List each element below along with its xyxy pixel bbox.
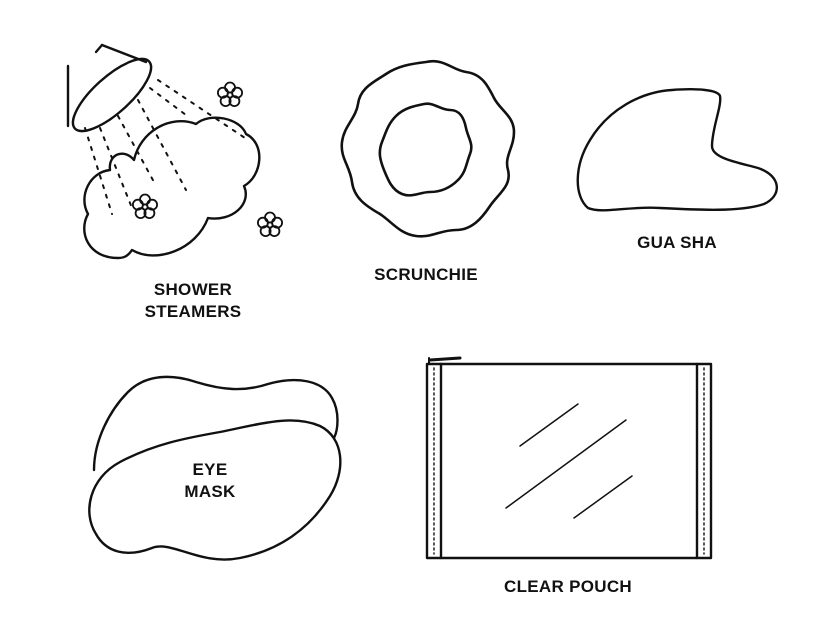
label-gua-sha: GUA SHA — [637, 232, 717, 254]
label-eye-mask: EYE MASK — [184, 459, 235, 503]
label-shower-steamers: SHOWER STEAMERS — [145, 279, 242, 323]
label-scrunchie-text: SCRUNCHIE — [374, 265, 478, 284]
label-eye-mask-line1: EYE — [192, 460, 228, 479]
eye-mask-icon — [88, 375, 342, 561]
label-scrunchie: SCRUNCHIE — [374, 264, 478, 286]
label-clear-pouch: CLEAR POUCH — [504, 576, 632, 598]
zip-pouch-icon — [425, 356, 713, 560]
shower-cloud-icon — [66, 43, 284, 260]
label-shower-steamers-line1: SHOWER — [153, 280, 233, 299]
gua-sha-stone-icon — [576, 88, 778, 212]
label-shower-steamers-line2: STEAMERS — [144, 302, 242, 321]
label-clear-pouch-text: CLEAR POUCH — [504, 577, 632, 596]
scrunchie-icon — [340, 59, 516, 238]
label-gua-sha-text: GUA SHA — [637, 233, 717, 252]
label-eye-mask-line2: MASK — [184, 482, 236, 501]
